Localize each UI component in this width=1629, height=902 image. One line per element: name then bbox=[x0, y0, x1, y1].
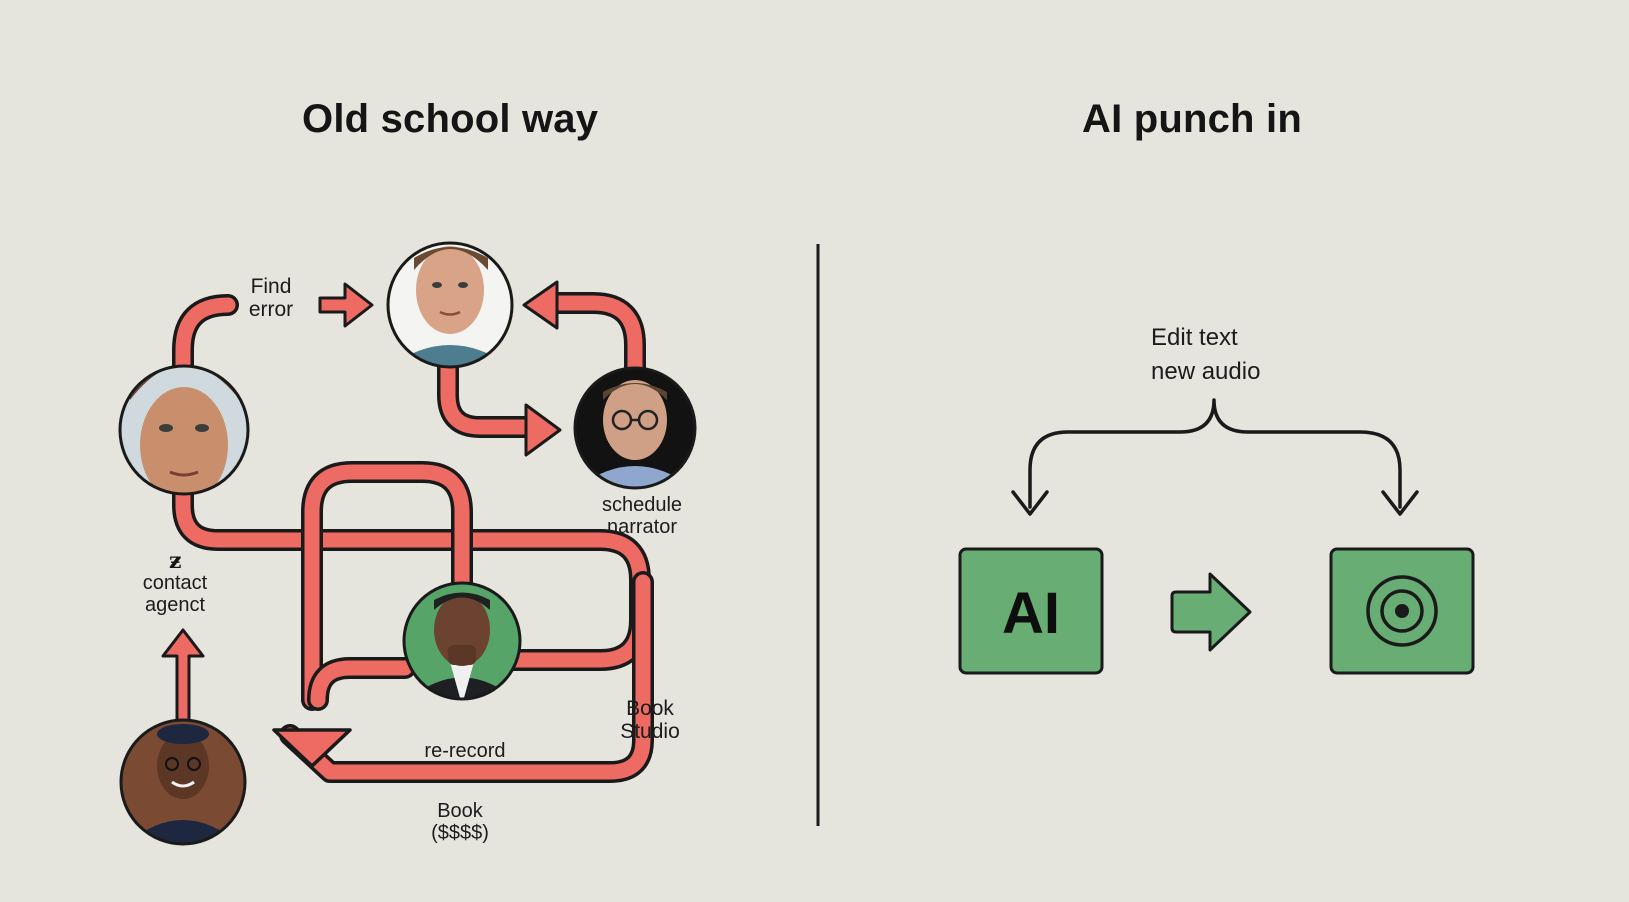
left-panel-title: Old school way bbox=[302, 97, 599, 141]
avatar-writer bbox=[118, 364, 250, 496]
arrow-to-proofer-back bbox=[522, 280, 559, 330]
avatar-narrator bbox=[573, 366, 697, 490]
avatar-author bbox=[119, 718, 247, 846]
down-arrowhead bbox=[272, 728, 352, 768]
label-book-cost: Book ($$$$) bbox=[431, 800, 489, 844]
audio-target-icon bbox=[1366, 575, 1438, 647]
label-edit-text-new-audio: Edit text new audio bbox=[1151, 324, 1261, 385]
arrow-to-proofer bbox=[318, 282, 374, 328]
arrow-to-narrator bbox=[524, 403, 562, 457]
loop-path-book-studio bbox=[172, 484, 651, 671]
label-re-record: re-record bbox=[424, 740, 506, 762]
ai-box bbox=[958, 547, 1104, 675]
ai-flow: AI bbox=[958, 398, 1475, 675]
avatar-proofer bbox=[386, 241, 514, 369]
loop-path-book-cost bbox=[279, 571, 654, 783]
label-book-studio: Book Studio bbox=[620, 697, 680, 743]
loop-path-re-record bbox=[301, 461, 473, 711]
ai-box-text: AI bbox=[1002, 581, 1060, 646]
arrow-icon bbox=[1170, 572, 1252, 652]
label-schedule-narrator: schedule narrator bbox=[601, 494, 683, 538]
old-school-flow: ƶ bbox=[161, 280, 654, 783]
label-find-error: Find error bbox=[248, 275, 294, 321]
right-panel-title: AI punch in bbox=[1082, 97, 1302, 141]
brace-connector bbox=[1028, 398, 1402, 509]
arrow-up-contact-agent bbox=[161, 628, 205, 724]
avatar-agent bbox=[402, 581, 522, 701]
label-contact-agent: contact agenct bbox=[142, 572, 208, 616]
svg-text:ƶ: ƶ bbox=[169, 548, 182, 574]
